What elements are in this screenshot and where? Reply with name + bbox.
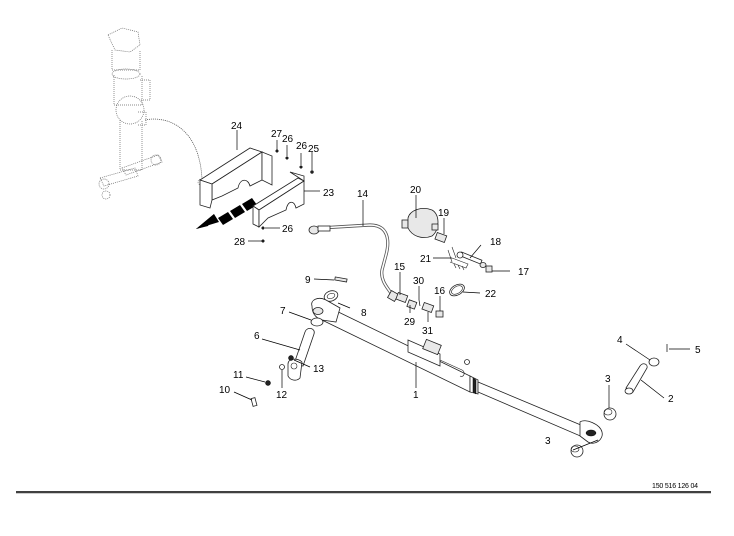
label-part-3-lower: 3 (545, 436, 551, 447)
label-part-5: 5 (695, 345, 701, 356)
clamp-part-22 (449, 283, 465, 297)
leader-lines (233, 130, 690, 451)
bracket-part-21 (447, 246, 469, 271)
label-part-26-b: 26 (296, 141, 308, 152)
bolt-part-18 (456, 251, 487, 268)
o-ring-part-7 (310, 317, 324, 327)
label-part-31: 31 (422, 326, 434, 337)
washer-part-26-c (261, 226, 265, 230)
washer-part-26-a (285, 156, 289, 160)
label-part-4: 4 (617, 335, 623, 346)
label-part-9: 9 (305, 275, 311, 286)
label-part-11: 11 (233, 370, 244, 381)
label-part-28: 28 (234, 237, 246, 248)
label-part-21: 21 (420, 254, 432, 265)
label-part-16: 16 (434, 286, 446, 297)
label-part-24: 24 (231, 121, 243, 132)
pin-part-2 (624, 363, 648, 395)
fitting-part-31 (421, 301, 435, 313)
label-part-22: 22 (485, 289, 497, 300)
fitting-part-15 (395, 291, 409, 303)
pin-part-9 (334, 276, 348, 283)
bushing-part-3-upper (603, 407, 617, 421)
label-part-19: 19 (438, 208, 450, 219)
screw-part-27 (275, 149, 279, 153)
nut-part-13 (288, 355, 294, 361)
label-part-23: 23 (323, 188, 335, 199)
pivot-pin-part-6 (287, 328, 315, 381)
hydraulic-hose-part-14 (308, 223, 400, 303)
label-part-25: 25 (308, 144, 320, 155)
bushing-part-3-lower (570, 444, 584, 458)
label-part-26-a: 26 (282, 134, 294, 145)
nut-part-17 (485, 265, 493, 273)
nut-part-25 (310, 170, 314, 174)
fitting-part-19 (434, 231, 448, 243)
accumulator-part-20 (401, 208, 439, 238)
fitting-part-16 (435, 310, 444, 318)
label-part-1: 1 (413, 390, 419, 401)
label-part-17: 17 (518, 267, 530, 278)
label-part-26-c: 26 (282, 224, 294, 235)
nut-part-12 (279, 364, 285, 370)
label-part-2: 2 (668, 394, 674, 405)
screw-part-28 (261, 239, 265, 243)
label-part-20: 20 (410, 185, 422, 196)
part-number-labels: 24 27 26 26 25 23 26 28 14 20 19 21 18 1… (219, 121, 701, 447)
bracket-part-24 (199, 147, 273, 209)
label-part-14: 14 (357, 189, 369, 200)
washer-part-11 (265, 380, 271, 386)
label-part-3-upper: 3 (605, 374, 611, 385)
pin-part-30 (418, 299, 421, 307)
fitting-part-29 (406, 299, 418, 310)
forward-direction-arrow-icon (196, 198, 257, 229)
hitch-assembly-illustration (98, 27, 205, 200)
label-part-27: 27 (271, 129, 283, 140)
label-part-29: 29 (404, 317, 416, 328)
washer-part-8 (323, 290, 339, 302)
label-part-6: 6 (254, 331, 260, 342)
label-part-15: 15 (394, 262, 406, 273)
drawing-number: 150 516 126 04 (652, 483, 698, 490)
label-part-30: 30 (413, 276, 425, 287)
bracket-part-23 (252, 171, 305, 228)
label-part-10: 10 (219, 385, 231, 396)
bolt-part-10 (250, 397, 258, 407)
label-part-18: 18 (490, 237, 502, 248)
label-part-12: 12 (276, 390, 288, 401)
hydraulic-cylinder-part-1 (311, 298, 603, 444)
label-part-13: 13 (313, 364, 325, 375)
washer-part-26-b (299, 165, 303, 169)
label-part-7: 7 (280, 306, 286, 317)
washer-part-4 (648, 357, 660, 367)
label-part-8: 8 (361, 308, 367, 319)
